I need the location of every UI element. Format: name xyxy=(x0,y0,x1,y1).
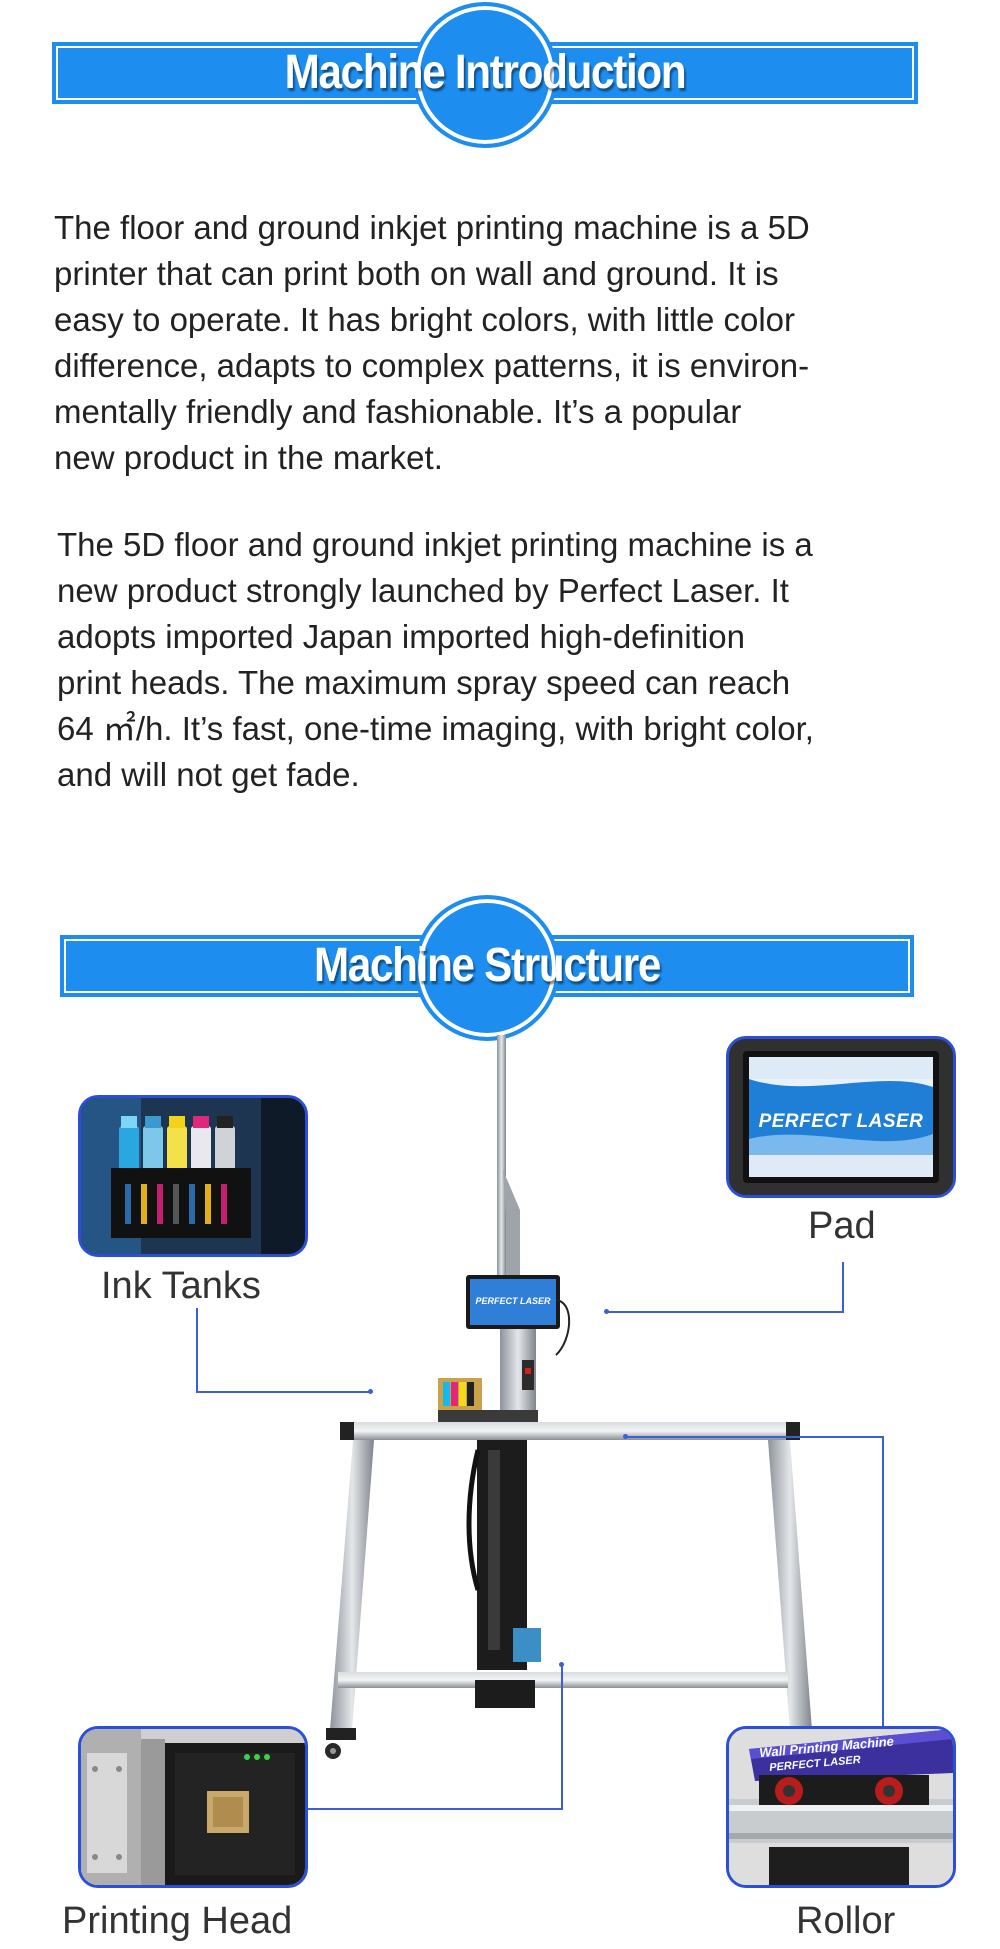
left-leg xyxy=(330,1440,374,1730)
ink-tanks-photo xyxy=(81,1098,305,1254)
text-line: easy to operate. It has bright colors, w… xyxy=(54,301,796,338)
ink-tanks-thumbnail xyxy=(78,1095,308,1257)
leader-ink-h xyxy=(196,1391,370,1393)
text-line: printer that can print both on wall and … xyxy=(54,255,779,292)
text-line: print heads. The maximum spray speed can… xyxy=(57,664,791,701)
mast-pad-cable xyxy=(555,1299,571,1356)
ink-tank-black xyxy=(467,1382,474,1406)
pad-caption: Pad xyxy=(808,1205,876,1247)
banner-circle xyxy=(412,2,558,148)
ink-hose xyxy=(466,1449,481,1591)
intro-heading: Machine Introduction xyxy=(284,46,687,99)
ink-tank-yellow xyxy=(459,1382,466,1406)
right-leg xyxy=(768,1440,812,1730)
leader-rollor-h xyxy=(626,1436,884,1438)
rollor-thumbnail: Wall Printing Machine PERFECT LASER xyxy=(726,1726,956,1888)
text-line: new product in the market. xyxy=(54,439,443,476)
leader-rollor-v xyxy=(882,1436,884,1726)
mast-bracket xyxy=(503,1170,520,1280)
text-line: adopts imported Japan imported high-defi… xyxy=(57,618,745,655)
pad-photo xyxy=(729,1039,953,1195)
pad-logo: PERFECT LASER xyxy=(758,1111,924,1132)
leader-head-dot xyxy=(559,1662,564,1667)
printing-head-caption: Printing Head xyxy=(62,1900,293,1942)
ink-tank-block xyxy=(438,1378,482,1414)
print-head-box xyxy=(513,1628,541,1662)
ink-tank-magenta xyxy=(451,1382,458,1406)
carriage-control-red xyxy=(525,1368,531,1374)
printing-head-thumbnail xyxy=(78,1726,308,1888)
structure-heading: Machine Structure xyxy=(313,939,661,992)
carriage-column xyxy=(500,1320,536,1430)
leader-pad-h xyxy=(607,1311,844,1313)
pad-thumbnail: PERFECT LASER xyxy=(726,1036,956,1198)
rollor-caption: Rollor xyxy=(796,1900,896,1942)
printing-head-photo xyxy=(81,1729,305,1885)
intro-banner: Machine Introduction xyxy=(52,2,918,148)
text-line: 64 ㎡/h. It’s fast, one-time imaging, wit… xyxy=(57,710,814,747)
text-line: and will not get fade. xyxy=(57,756,360,793)
leader-head-v xyxy=(561,1664,563,1809)
structure-banner: Machine Structure xyxy=(60,895,914,1041)
wheel-left xyxy=(325,1743,341,1759)
print-carriage-stripe xyxy=(488,1450,500,1650)
text-line: The floor and ground inkjet printing mac… xyxy=(54,209,810,246)
text-line: mentally friendly and fashionable. It’s … xyxy=(54,393,742,430)
intro-paragraph-2: The 5D floor and ground inkjet printing … xyxy=(57,522,814,798)
rail-end-left xyxy=(340,1422,354,1440)
ink-tank-base xyxy=(438,1410,538,1428)
leader-ink-dot xyxy=(368,1389,373,1394)
bottom-rail-block xyxy=(475,1680,535,1708)
mast-pad-logo: PERFECT LASER xyxy=(475,1296,551,1306)
leader-ink-v xyxy=(196,1308,198,1392)
intro-paragraph-1: The floor and ground inkjet printing mac… xyxy=(54,205,810,481)
bottom-rail xyxy=(338,1672,788,1688)
leader-rollor-dot xyxy=(623,1434,628,1439)
wheel-left-hub xyxy=(330,1748,336,1754)
text-line: The 5D floor and ground inkjet printing … xyxy=(57,526,813,563)
wheel-mount-left xyxy=(326,1728,356,1740)
print-carriage xyxy=(477,1440,527,1670)
ink-tanks-caption: Ink Tanks xyxy=(101,1265,261,1307)
leader-pad-v xyxy=(842,1262,844,1312)
carriage-control xyxy=(522,1360,534,1390)
leader-pad-dot xyxy=(604,1309,609,1314)
text-line: difference, adapts to complex patterns, … xyxy=(54,347,810,384)
mast-pole xyxy=(497,1035,506,1290)
text-line: new product strongly launched by Perfect… xyxy=(57,572,789,609)
ink-tank-cyan xyxy=(443,1382,450,1406)
banner-circle xyxy=(414,895,560,1041)
rollor-photo xyxy=(729,1729,953,1885)
leader-head-h xyxy=(306,1808,563,1810)
